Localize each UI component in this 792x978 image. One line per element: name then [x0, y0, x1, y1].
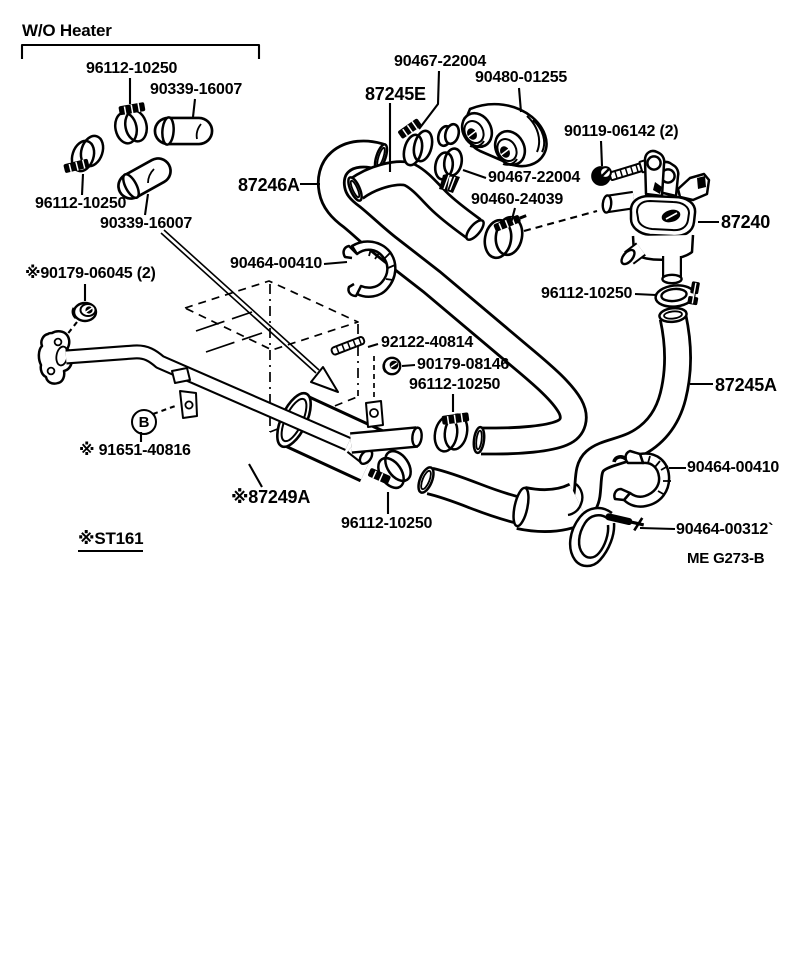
wo-heater-parts	[63, 102, 214, 200]
label-90467-22004-b: 90467-22004	[488, 169, 581, 186]
label-87240: 87240	[721, 212, 771, 232]
label-96112-10250-d: 96112-10250	[409, 376, 501, 393]
label-st161: ※ST161	[78, 530, 144, 552]
label-90460-24039: 90460-24039	[471, 191, 564, 208]
label-90464-00410-a: 90464-00410	[230, 255, 323, 272]
label-87245e: 87245E	[365, 84, 426, 104]
bracket-90464-00410-b	[612, 449, 671, 508]
clamp-96112-10250-e	[368, 449, 412, 490]
hose-87245e	[347, 160, 485, 241]
label-90339-16007-a: 90339-16007	[150, 81, 243, 98]
label-96112-10250-a: 96112-10250	[86, 60, 178, 77]
label-96112-10250-e: 96112-10250	[341, 515, 433, 532]
label-87246a: 87246A	[238, 175, 300, 195]
label-92122-40814: 92122-40814	[381, 334, 474, 351]
label-wo-heater: W/O Heater	[22, 21, 112, 40]
label-96112-10250-b: 96112-10250	[35, 195, 127, 212]
label-87245a: 87245A	[715, 375, 777, 395]
label-90179-08146: 90179-08146	[417, 356, 510, 373]
callout-b: B	[131, 409, 157, 435]
label-91651-40816: ※ 91651-40816	[79, 442, 191, 459]
label-90464-00410-b: 90464-00410	[687, 459, 780, 476]
strap-clamp-90464-00312	[568, 506, 645, 568]
label-90119-06142: 90119-06142 (2)	[564, 123, 679, 140]
nut-90179-08146	[382, 356, 402, 376]
label-90179-06045: ※90179-06045 (2)	[25, 265, 156, 282]
hose-90339-16007-a	[153, 116, 214, 146]
valve-87240	[591, 149, 711, 285]
clamp-90467-22004-b	[433, 147, 464, 193]
pipe-87249a	[37, 330, 423, 466]
clamp-90467-22004-a	[398, 118, 434, 167]
bracket-90464-00410-a	[342, 240, 397, 298]
label-90467-22004-a: 90467-22004	[394, 53, 487, 70]
nut-90179-06045	[71, 301, 98, 323]
hose-90339-16007-b	[117, 157, 172, 200]
label-87249a: ※87249A	[231, 487, 311, 507]
hose-87245a	[417, 306, 692, 533]
direction-arrow	[160, 229, 339, 393]
label-90339-16007-b: 90339-16007	[100, 215, 193, 232]
clamp-96112-10250-c	[654, 281, 700, 308]
grommet-90480-01255	[436, 102, 548, 168]
clamp-96112-10250-d	[433, 412, 470, 453]
label-96112-10250-c: 96112-10250	[541, 285, 633, 302]
label-90480-01255: 90480-01255	[475, 69, 568, 86]
leader-lines	[20, 43, 719, 531]
label-90464-00312: 90464-00312`	[676, 521, 774, 538]
hose-87246a	[316, 139, 588, 456]
clamp-96112-10250-b	[63, 134, 105, 173]
clamp-90460-24039	[483, 214, 527, 260]
stud-92122-40814	[330, 336, 366, 356]
clamp-96112-10250-a	[113, 102, 149, 145]
label-me-g273-b: ME G273-B	[687, 550, 765, 567]
